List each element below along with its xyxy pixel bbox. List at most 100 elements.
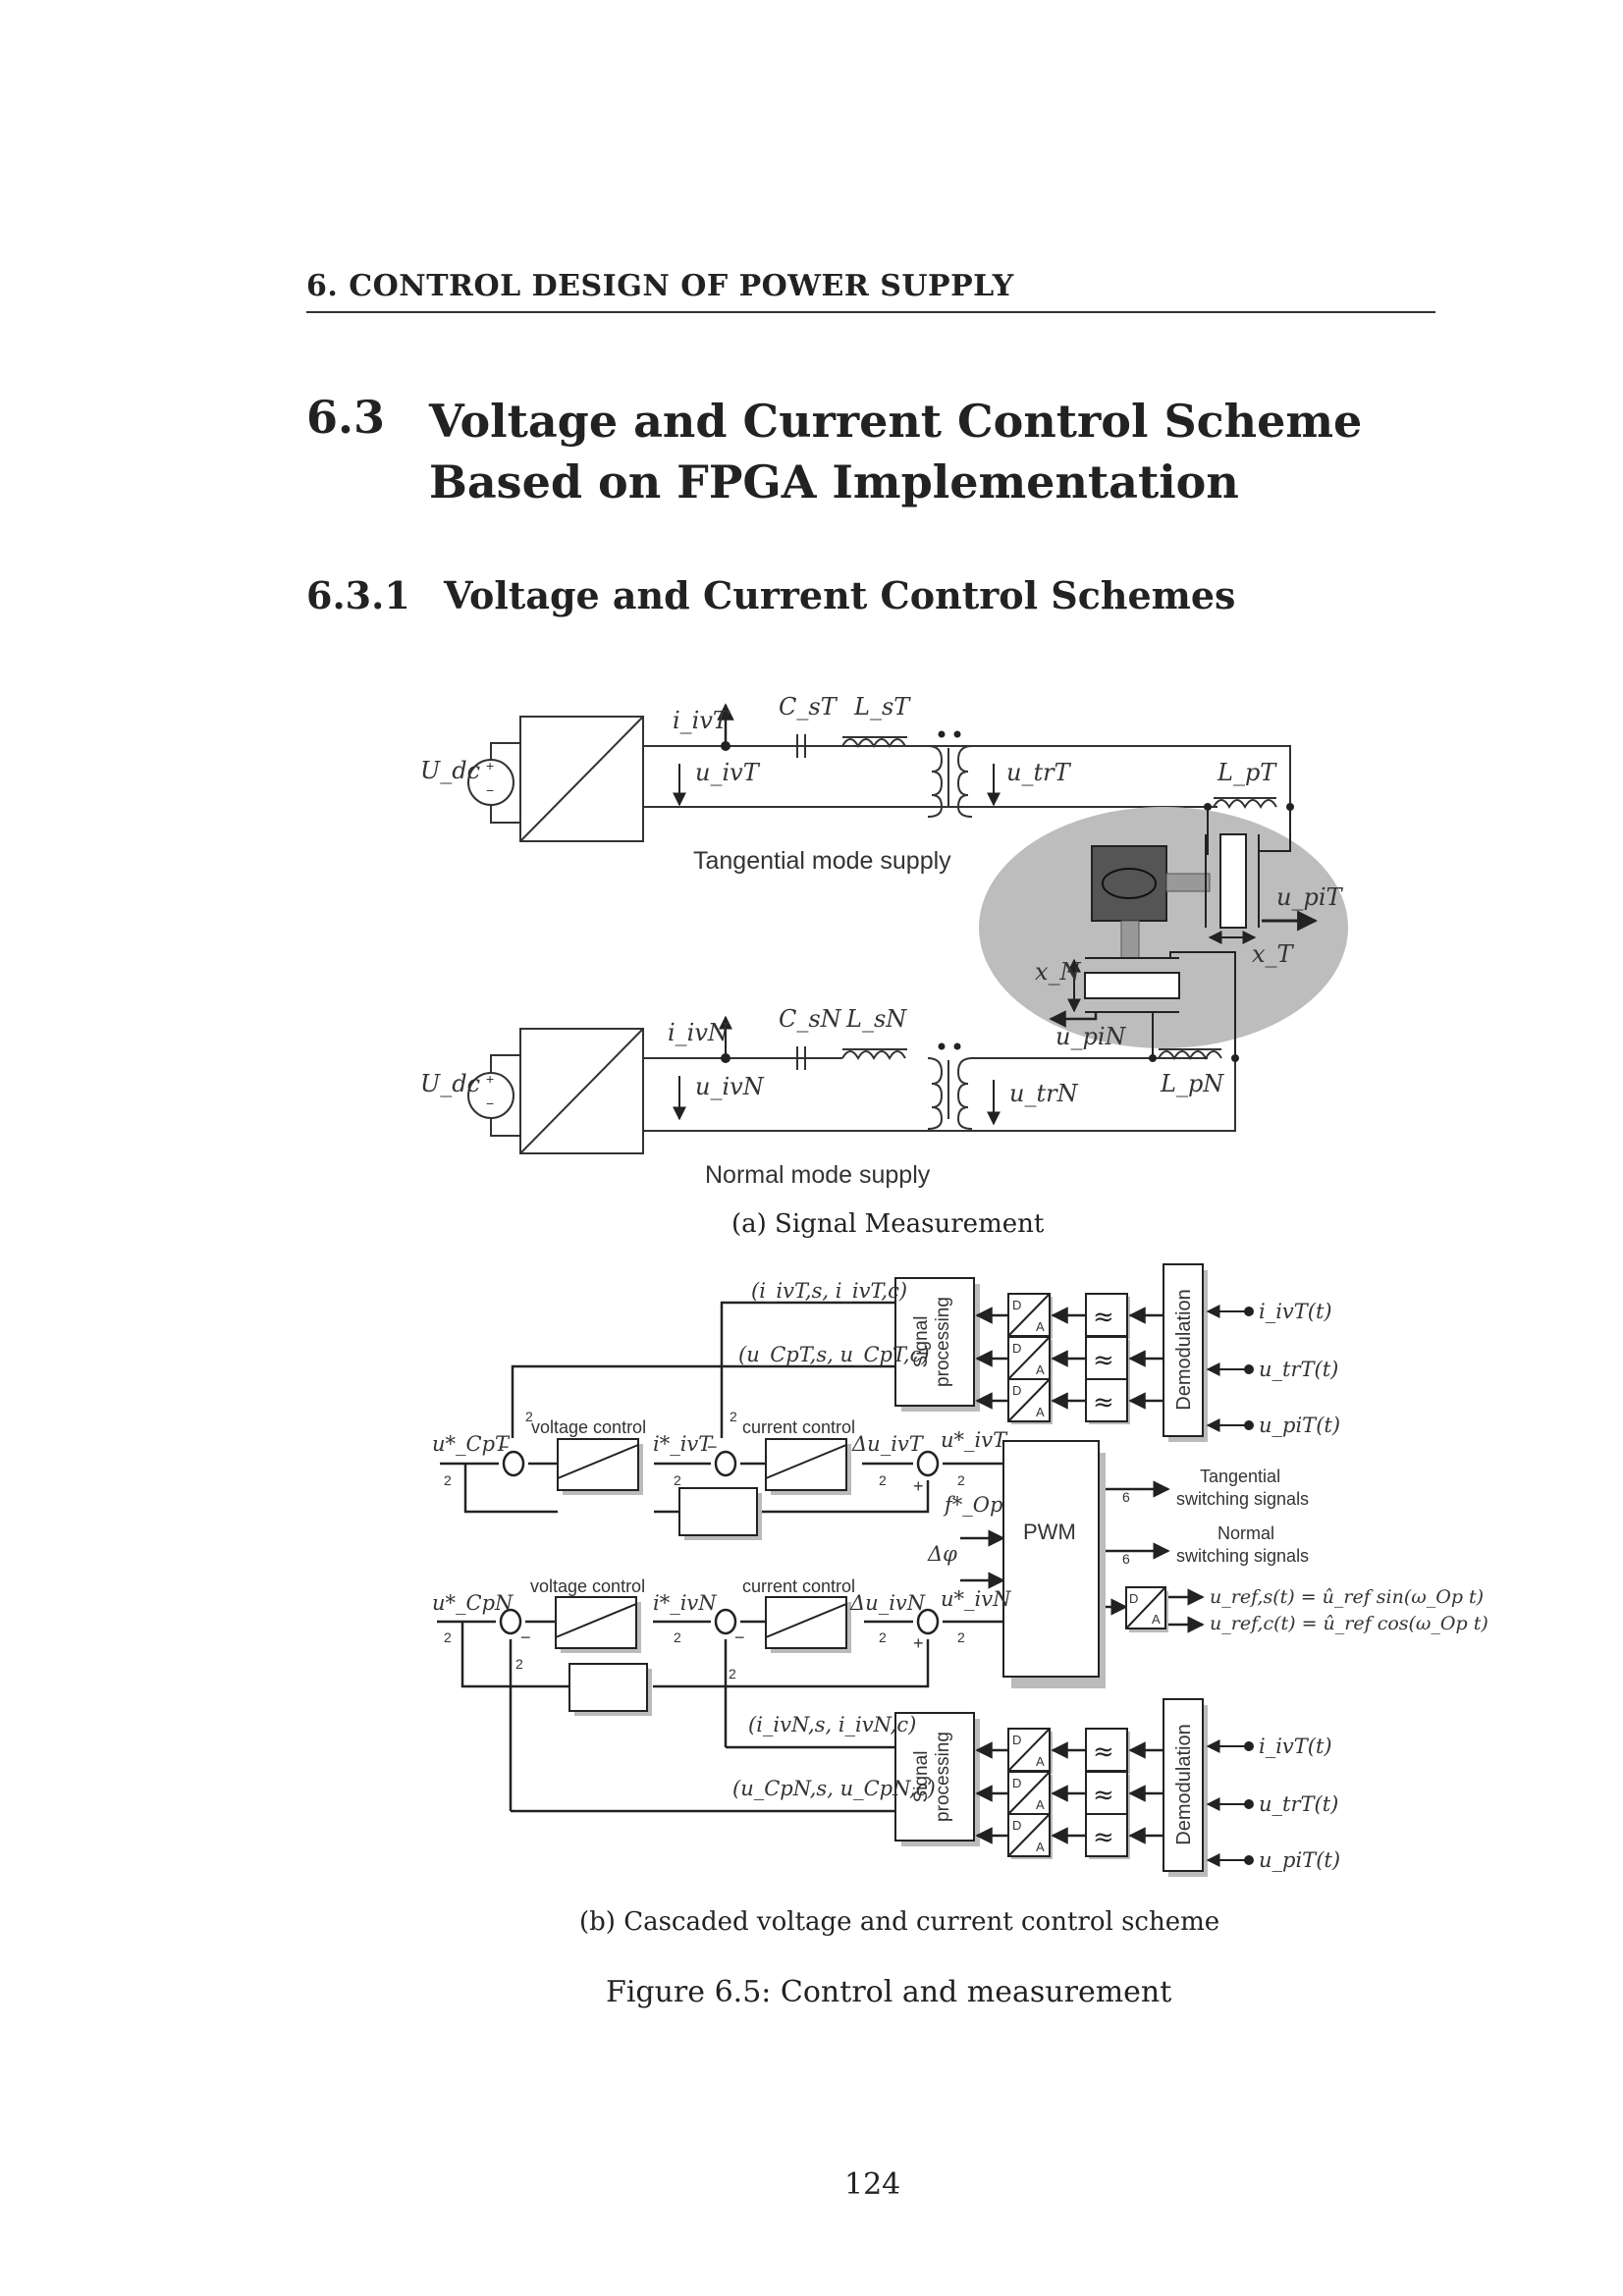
transformer-voltage-label-t: u_trT [1006, 759, 1072, 786]
lowpass-filter-icon [1085, 1813, 1128, 1857]
tangential-output-2: switching signals [1176, 1489, 1309, 1509]
inductor-lpn-icon [1158, 1050, 1222, 1061]
subsection-title: Voltage and Current Control Schemes [444, 573, 1236, 617]
da-d: D [1129, 1591, 1138, 1606]
svg-text:≈: ≈ [1093, 1346, 1114, 1375]
subsection-number: 6.3.1 [306, 573, 410, 617]
delta-u-t: Δu_ivT [851, 1432, 925, 1456]
tangential-output-1: Tangential [1200, 1467, 1280, 1486]
svg-text:≈: ≈ [1093, 1303, 1114, 1332]
pwm-input-frequency: f*_Op [943, 1493, 1002, 1517]
inductor-lsn-icon [841, 1050, 906, 1061]
inductor-lst-icon [841, 738, 906, 749]
current-control-label-t: current control [742, 1417, 855, 1437]
signal-processing-block [894, 1277, 975, 1407]
section-number: 6.3 [306, 391, 386, 444]
signal-processing-label: Signal [911, 1316, 932, 1368]
ultrasonic-motor [979, 807, 1348, 1058]
current-controller-n [765, 1596, 851, 1653]
feedback-current-n: (i_ivN,s, i_ivN,c) [748, 1713, 916, 1736]
normal-output-1: Normal [1217, 1523, 1274, 1543]
normal-circuit [467, 1028, 1236, 1154]
svg-text:A: A [1036, 1362, 1045, 1377]
feedback-voltage-n: (u_CpN,s, u_CpN,c) [732, 1777, 936, 1800]
bus-width: 2 [730, 1409, 737, 1424]
u-ref-t: u*_ivT [941, 1428, 1008, 1452]
bus-width: 2 [879, 1629, 887, 1645]
inductor-series-label-t: L_sT [853, 693, 911, 721]
tangential-circuit [467, 716, 1291, 842]
rotation-icon [1102, 868, 1157, 899]
voltage-label-t: u_ivT [695, 759, 761, 786]
minus-sign: − [486, 1095, 494, 1111]
output-da-converter [1125, 1586, 1168, 1632]
svg-text:A: A [1036, 1754, 1045, 1769]
rotor-block [1091, 845, 1167, 922]
voltage-control-label-t: voltage control [531, 1417, 646, 1437]
demodulation-label: Demodulation [1173, 1289, 1195, 1410]
controller-blocks [555, 1438, 1168, 1716]
voltage-controller-t [557, 1438, 643, 1495]
bus-width: 6 [1122, 1551, 1130, 1567]
bus-width: 2 [879, 1472, 887, 1488]
voltage-controller-n [555, 1596, 641, 1653]
ref-current-n: i*_ivN [653, 1591, 717, 1615]
section-title: Voltage and Current Control Scheme Based… [429, 395, 1363, 508]
signal-processing-label: processing [933, 1732, 953, 1822]
svg-text:D: D [1012, 1298, 1021, 1312]
inductor-series-label-n: L_sN [845, 1005, 907, 1033]
signal-processing-block [894, 1712, 975, 1842]
demodulation-label: Demodulation [1173, 1724, 1195, 1844]
svg-text:≈: ≈ [1093, 1737, 1114, 1767]
ref-sin-output: u_ref,s(t) = û_ref sin(ω_Op t) [1210, 1586, 1484, 1608]
plus-sign: + [486, 1071, 494, 1087]
svg-text:D: D [1012, 1818, 1021, 1833]
lowpass-filter-icon [1085, 1728, 1128, 1772]
ref-voltage-t: u*_CpT [432, 1432, 511, 1456]
current-label-n: i_ivN [668, 1019, 730, 1046]
plus-sign: + [913, 1476, 924, 1496]
transformer-voltage-label-n: u_trN [1009, 1080, 1079, 1107]
signal-processing-label: processing [933, 1297, 953, 1387]
tangential-supply-label: Tangential mode supply [693, 847, 951, 875]
bus-width: 2 [957, 1472, 965, 1488]
ref-cos-output: u_ref,c(t) = û_ref cos(ω_Op t) [1210, 1613, 1488, 1634]
da-a: A [1152, 1612, 1161, 1627]
normal-supply-label: Normal mode supply [705, 1161, 931, 1189]
running-head: 6. CONTROL DESIGN OF POWER SUPPLY [306, 269, 1014, 303]
piezo-voltage-label-n: u_piN [1055, 1023, 1126, 1050]
signal-processing-label: Signal [911, 1751, 932, 1803]
bus-width: 6 [1122, 1489, 1130, 1505]
inverter-block [519, 1028, 644, 1154]
lowpass-filter-icon [1085, 1378, 1128, 1422]
measurement-input: u_trT(t) [1259, 1358, 1338, 1381]
bus-width: 2 [515, 1656, 523, 1672]
minus-sign: − [707, 1437, 718, 1457]
measurement-input: i_ivT(t) [1259, 1735, 1332, 1758]
pwm-label: PWM [1023, 1520, 1076, 1544]
minus-sign: − [499, 1437, 510, 1457]
svg-text:A: A [1036, 1405, 1045, 1419]
inductor-lpt-icon [1213, 799, 1277, 810]
udc-label-t: U_dc [420, 757, 480, 784]
ref-current-t: i*_ivT [653, 1432, 714, 1456]
svg-text:≈: ≈ [1093, 1823, 1114, 1852]
svg-text:A: A [1036, 1840, 1045, 1854]
bus-width: 2 [444, 1629, 452, 1645]
plus-sign: + [486, 758, 494, 774]
transformer-icon [927, 1057, 944, 1130]
pwm-input-phase: Δφ [927, 1542, 957, 1566]
capacitor-label-t: C_sT [779, 693, 839, 721]
normal-output-2: switching signals [1176, 1546, 1309, 1566]
lowpass-filter-icon [1085, 1771, 1128, 1815]
measurement-input: u_trT(t) [1259, 1792, 1338, 1816]
svg-text:A: A [1036, 1319, 1045, 1334]
voltage-label-n: u_ivN [695, 1073, 765, 1100]
page-number: 124 [844, 2167, 901, 2202]
minus-sign: − [486, 782, 494, 798]
feedforward-block-n [568, 1663, 652, 1716]
piezo-voltage-label-t: u_piT [1276, 883, 1343, 911]
subfigure-b-caption: (b) Cascaded voltage and current control… [579, 1907, 1220, 1937]
